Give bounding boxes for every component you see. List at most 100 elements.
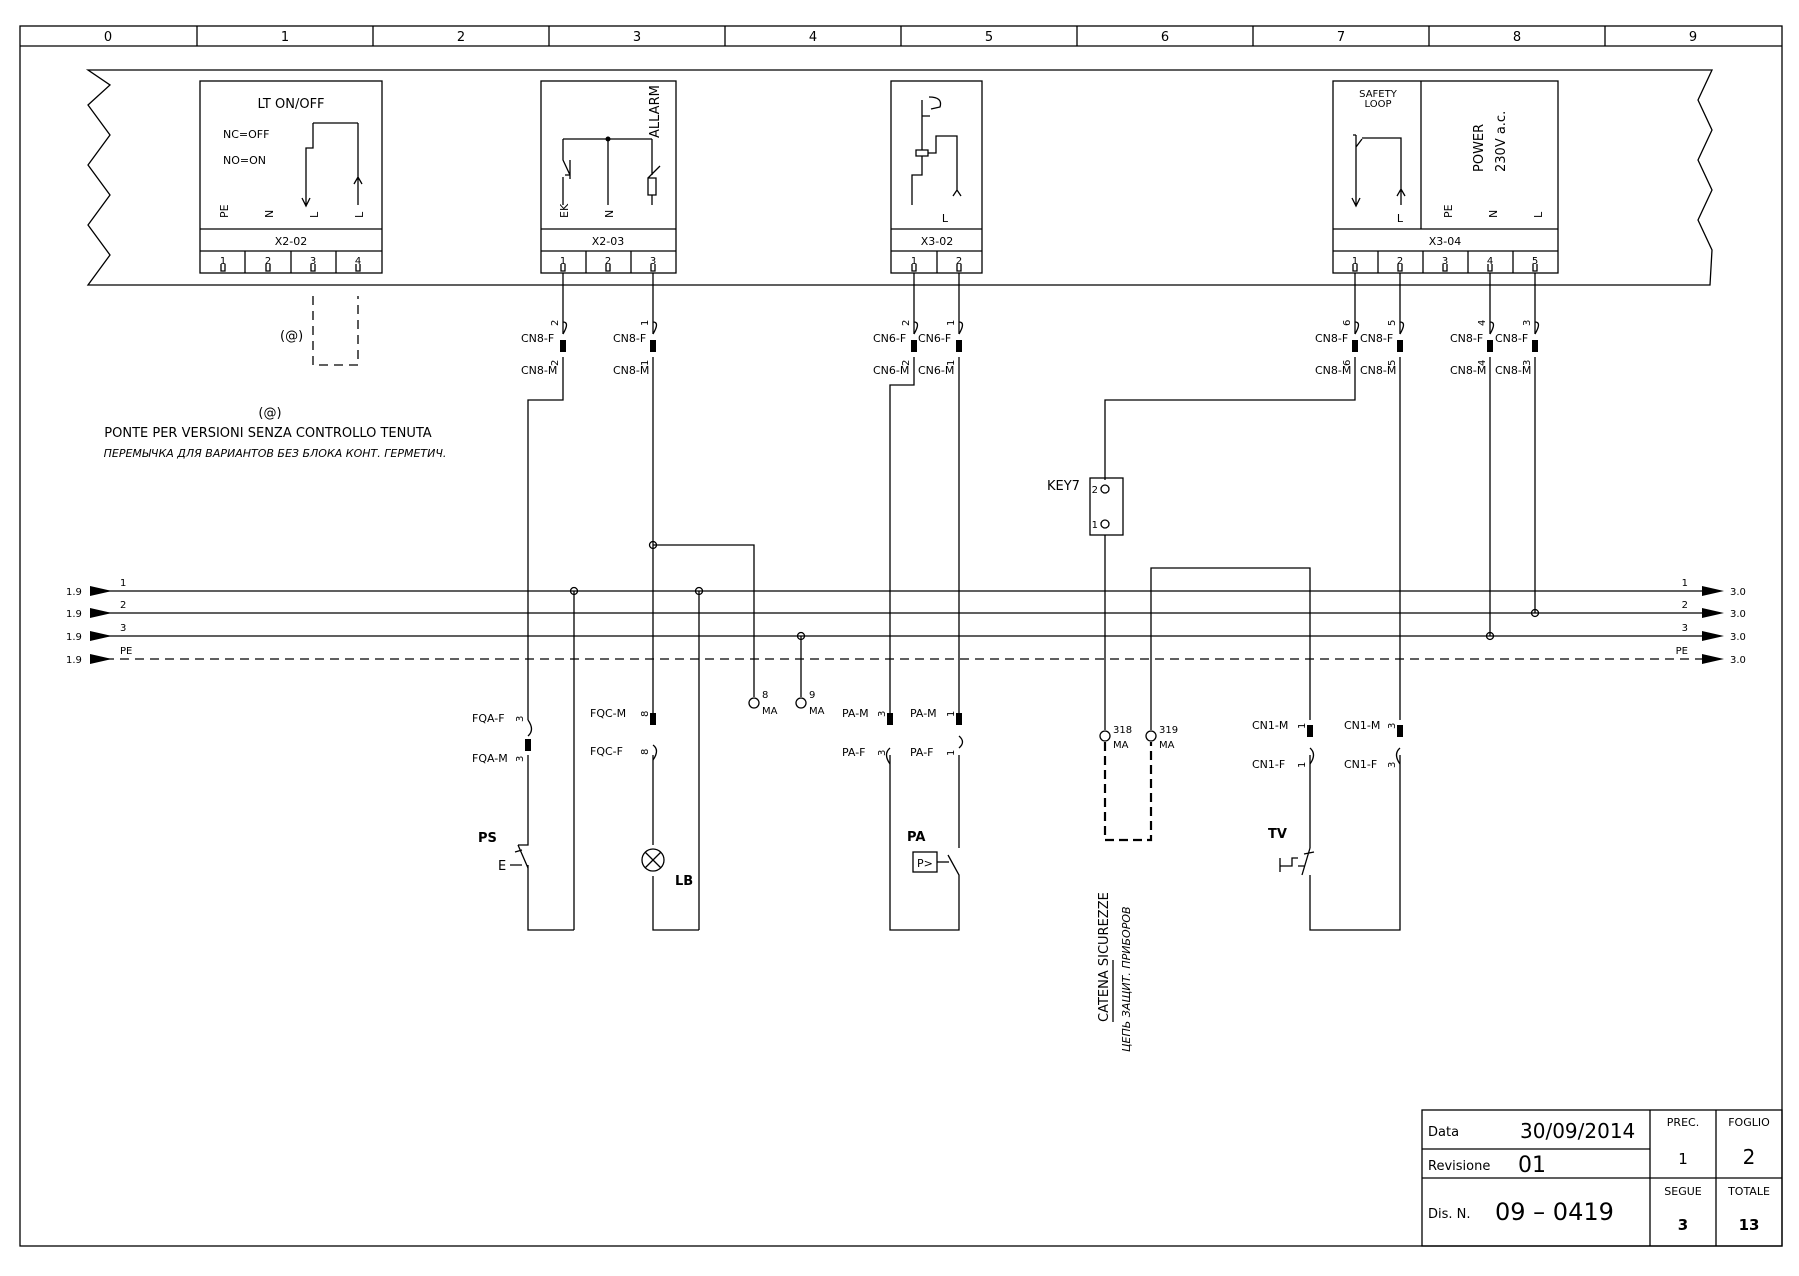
pin-number: 5 [1387, 360, 1398, 366]
totale-value: 13 [1739, 1216, 1760, 1234]
cn6m-label: CN6-M [873, 364, 909, 377]
bus-line-label: PE [1676, 646, 1688, 657]
cn8m-label: CN8-M [521, 364, 557, 377]
allarm-term-n: N [603, 210, 616, 218]
cn6m-label: CN6-M [918, 364, 954, 377]
bus-line-label: 3 [1682, 623, 1688, 634]
segue-label: SEGUE [1664, 1185, 1702, 1198]
lt-term-n: N [263, 210, 276, 218]
pin-number: 3 [515, 716, 526, 722]
x3-02-term-l: L [942, 212, 949, 225]
pin-number: 1 [946, 750, 957, 756]
pa-label: PA [907, 830, 925, 845]
pin-number: 3 [877, 711, 888, 717]
revisione-value: 01 [1518, 1153, 1546, 1178]
fqaf-label: FQA-F [472, 712, 505, 725]
column-number: 0 [104, 30, 112, 45]
pin-number: 1 [946, 360, 957, 366]
bus-line-label: 1 [120, 578, 126, 589]
column-header: 0 1 2 3 4 5 6 7 8 9 [20, 26, 1782, 47]
pin-number: 1 [911, 256, 917, 267]
lamp-icon [641, 848, 665, 872]
pin-number: 1 [560, 256, 566, 267]
terminal-number: 9 [809, 690, 815, 701]
bridge-dashed: (@) [280, 296, 359, 366]
bridge-note-it: PONTE PER VERSIONI SENZA CONTROLLO TENUT… [104, 426, 432, 441]
pin-number: 3 [515, 756, 526, 762]
bus-line-label: 1 [1682, 578, 1688, 589]
safety-chain-ru: ЦЕПЬ ЗАЩИТ. ПРИБОРОВ [1120, 906, 1133, 1052]
fqcf-label: FQC-F [590, 745, 623, 758]
pin-number: 5 [1387, 320, 1398, 326]
ps-symbol: E [498, 859, 506, 874]
pin-number: 4 [1487, 256, 1493, 267]
safety-chain-it: CATENA SICUREZZE [1097, 892, 1112, 1022]
terminal-ma: MA [809, 706, 825, 717]
cn1m-label: CN1-M [1252, 719, 1288, 732]
cn1f-label: CN1-F [1252, 758, 1285, 771]
pin-number: 2 [956, 256, 962, 267]
pin-number: 1 [946, 711, 957, 717]
pam-label: PA-M [910, 707, 937, 720]
pin-number: 8 [640, 711, 651, 717]
board-outline [85, 69, 1714, 286]
connector-x2-02: X2-02 [275, 235, 308, 248]
device-ps: PS E [478, 831, 529, 874]
fqcm-label: FQC-M [590, 707, 626, 720]
pin-number: 3 [650, 256, 656, 267]
connector-x3-04: X3-04 [1429, 235, 1462, 248]
bus-ref-left: 1.9 [66, 655, 82, 666]
column-number: 6 [1161, 30, 1169, 45]
lt-term-l: L [353, 211, 366, 218]
pin-number: 2 [1397, 256, 1403, 267]
lt-no-note: NO=ON [223, 154, 266, 167]
pin-number: 2 [550, 360, 561, 366]
disegno-label: Dis. N. [1428, 1207, 1471, 1222]
power-label: POWER [1472, 124, 1487, 172]
pin-number: 5 [1532, 256, 1538, 267]
bus-ref-right: 3.0 [1730, 655, 1746, 666]
bus-line-label: PE [120, 646, 132, 657]
terminal-ma: MA [1159, 740, 1175, 751]
foglio-value: 2 [1743, 1145, 1756, 1169]
pin-number: 4 [1477, 320, 1488, 326]
foglio-label: FOGLIO [1728, 1116, 1770, 1129]
revisione-label: Revisione [1428, 1159, 1490, 1174]
bridge-note: (@) PONTE PER VERSIONI SENZA CONTROLLO T… [104, 406, 447, 460]
terminal-number: 318 [1113, 725, 1132, 736]
lb-label: LB [675, 874, 693, 889]
pin-number: 2 [550, 320, 561, 326]
disegno-value: 09 – 0419 [1495, 1198, 1614, 1226]
device-tv: TV [1268, 827, 1315, 876]
bus-line-label: 2 [1682, 600, 1688, 611]
cn8m-label: CN8-M [1495, 364, 1531, 377]
pin-number: 4 [1477, 360, 1488, 366]
prec-value: 1 [1678, 1150, 1688, 1168]
power-term-l: L [1532, 211, 1545, 218]
pin-number: 3 [310, 256, 316, 267]
key7-label: KEY7 [1047, 479, 1080, 494]
bus-line-label: 3 [120, 623, 126, 634]
terminal-number: 319 [1159, 725, 1178, 736]
cn8m-label: CN8-M [1450, 364, 1486, 377]
module-safety-power: SAFETY LOOP L POWER 230V a.c. PE N L X3-… [1332, 80, 1559, 274]
module-lt-onoff: LT ON/OFF NC=OFF NO=ON PE N L L X2-02 1 … [199, 80, 383, 274]
prec-label: PREC. [1667, 1116, 1699, 1129]
pin-number: 6 [1342, 320, 1353, 326]
bus-ref-right: 3.0 [1730, 587, 1746, 598]
device-lb: LB [641, 848, 693, 889]
bus-ref-left: 1.9 [66, 632, 82, 643]
tv-label: TV [1268, 827, 1287, 842]
cn8m-label: CN8-M [1315, 364, 1351, 377]
power-term-pe: PE [1442, 204, 1455, 218]
pin-number: 3 [1522, 320, 1533, 326]
bridge-symbol: (@) [280, 329, 303, 344]
bridge-symbol: (@) [258, 406, 281, 421]
column-number: 1 [281, 30, 289, 45]
bus-ref-left: 1.9 [66, 609, 82, 620]
safety-title-2: LOOP [1365, 99, 1392, 110]
totale-label: TOTALE [1727, 1185, 1770, 1198]
power-term-n: N [1487, 210, 1500, 218]
key-pin: 1 [1092, 520, 1098, 531]
